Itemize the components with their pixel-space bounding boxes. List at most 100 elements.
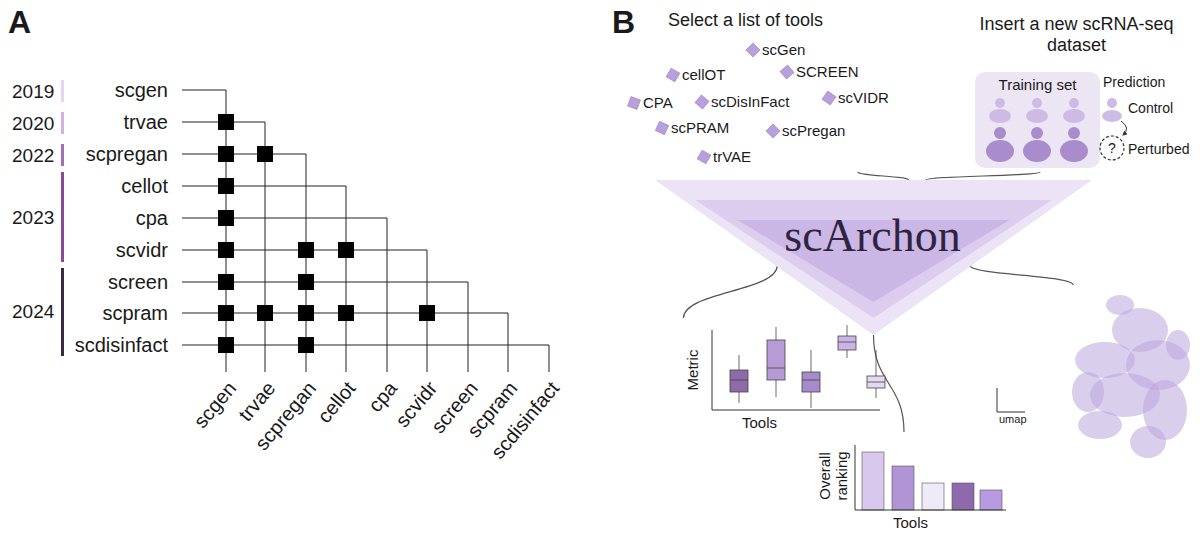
tool-name: SCREEN [796,63,859,80]
node-text: Perturbed [1128,141,1189,157]
control-cell [1032,98,1042,108]
ranking-bar [980,490,1002,510]
overlap-square [257,146,273,162]
funnel-band [655,180,1092,335]
node-label: umap [999,413,1027,426]
matrix-line [182,90,549,372]
umap-blob [1130,426,1166,458]
tool-diamond [697,150,711,164]
year-bar [61,172,64,262]
boxplot-box [867,376,885,388]
ranking-bar [952,483,974,510]
tool-name: scPregan [782,122,845,139]
perturbed-cell [994,127,1006,139]
tool-name: scDisInFact [711,93,789,110]
ranking-axis [855,445,1006,510]
row-label: trvae [124,111,168,134]
overlap-square [419,305,435,321]
boxplot-box [876,350,877,398]
node-label: Insert a new scRNA-seq dataset [962,14,1191,55]
training-box [975,72,1100,168]
prediction-arrow [1121,121,1127,135]
connector [858,172,908,180]
matrix-line [182,345,549,372]
tool-name: scGen [762,41,805,58]
column-label: scgen [189,377,241,433]
boxplot-box [867,382,885,383]
tool-name: trVAE [713,148,751,165]
year-bar [61,268,64,356]
overlap-square [257,305,273,321]
year-label: 2022 [12,145,54,167]
row-label: cellot [121,175,168,198]
control-cell [989,98,1122,123]
node-text: Prediction [1103,74,1165,90]
node-text: Tools [742,414,777,431]
tool-diamond [628,43,836,164]
overlap-square [218,114,435,353]
umap-scale [997,388,1025,412]
matrix-line [182,90,226,372]
overlap-square [298,305,314,321]
umap-blob [1075,342,1135,378]
year-bar [61,112,64,134]
row-label: scvidr [116,239,168,262]
training-set-box: Training set [975,72,1102,168]
overlap-square [218,274,234,290]
boxplot-box [802,380,820,381]
control-cell [1107,98,1117,108]
boxplot-box [802,372,820,392]
boxplot-box [838,336,856,350]
umap-blob [1106,295,1134,315]
matrix-line [182,250,427,372]
tool-diamond [746,43,760,57]
node-text: Control [1128,100,1173,116]
matrix-line [182,186,346,372]
tool-diamond [695,95,709,109]
column-label: cellot [313,377,361,428]
ranking-axis [855,445,1006,510]
tool-name: scPRAM [671,119,729,136]
boxplot-box [730,380,748,381]
year-bar [61,80,64,356]
control-cell [1026,109,1048,123]
overlap-square [338,305,354,321]
umap-blob [1166,330,1190,360]
tool-diamond [766,124,780,138]
ranking-bar [892,466,914,510]
tool-diamond [655,121,668,134]
control-cell [1063,109,1085,123]
predicted-cell [1100,136,1124,160]
perturbed-cell [986,140,1014,162]
matrix-line [182,154,306,372]
tool-list: Select a list of toolsscGencellOTSCREENC… [620,8,900,172]
umap-blob [1072,295,1190,458]
predicted-cell [1100,136,1124,160]
heading: Select a list of tools [668,10,823,31]
ranking-chart: Overall rankingTools [800,432,1008,536]
overlap-square [218,337,234,353]
tool-name: cellOT [682,66,725,83]
overlap-square [338,242,354,258]
overlap-square [298,274,314,290]
matrix-line [182,282,468,372]
boxplot-box [730,370,748,392]
row-label: scgen [115,79,168,102]
training-box [975,72,1100,168]
umap-scale [997,388,1025,412]
overlap-square [218,146,234,162]
boxplot-box [767,368,785,369]
year-bar [61,144,64,166]
year-bar [61,80,64,102]
metric-boxplot: MetricTools [660,318,895,440]
prediction-arrow [1121,121,1127,135]
panel-letter: B [612,4,635,41]
control-cell [989,109,1011,123]
control-cell [995,98,1005,108]
row-label: scpregan [86,143,168,166]
boxplot-axis [712,330,880,410]
boxplot-box [838,342,856,343]
perturbed-cell [1068,127,1080,139]
matrix-line [182,218,387,372]
